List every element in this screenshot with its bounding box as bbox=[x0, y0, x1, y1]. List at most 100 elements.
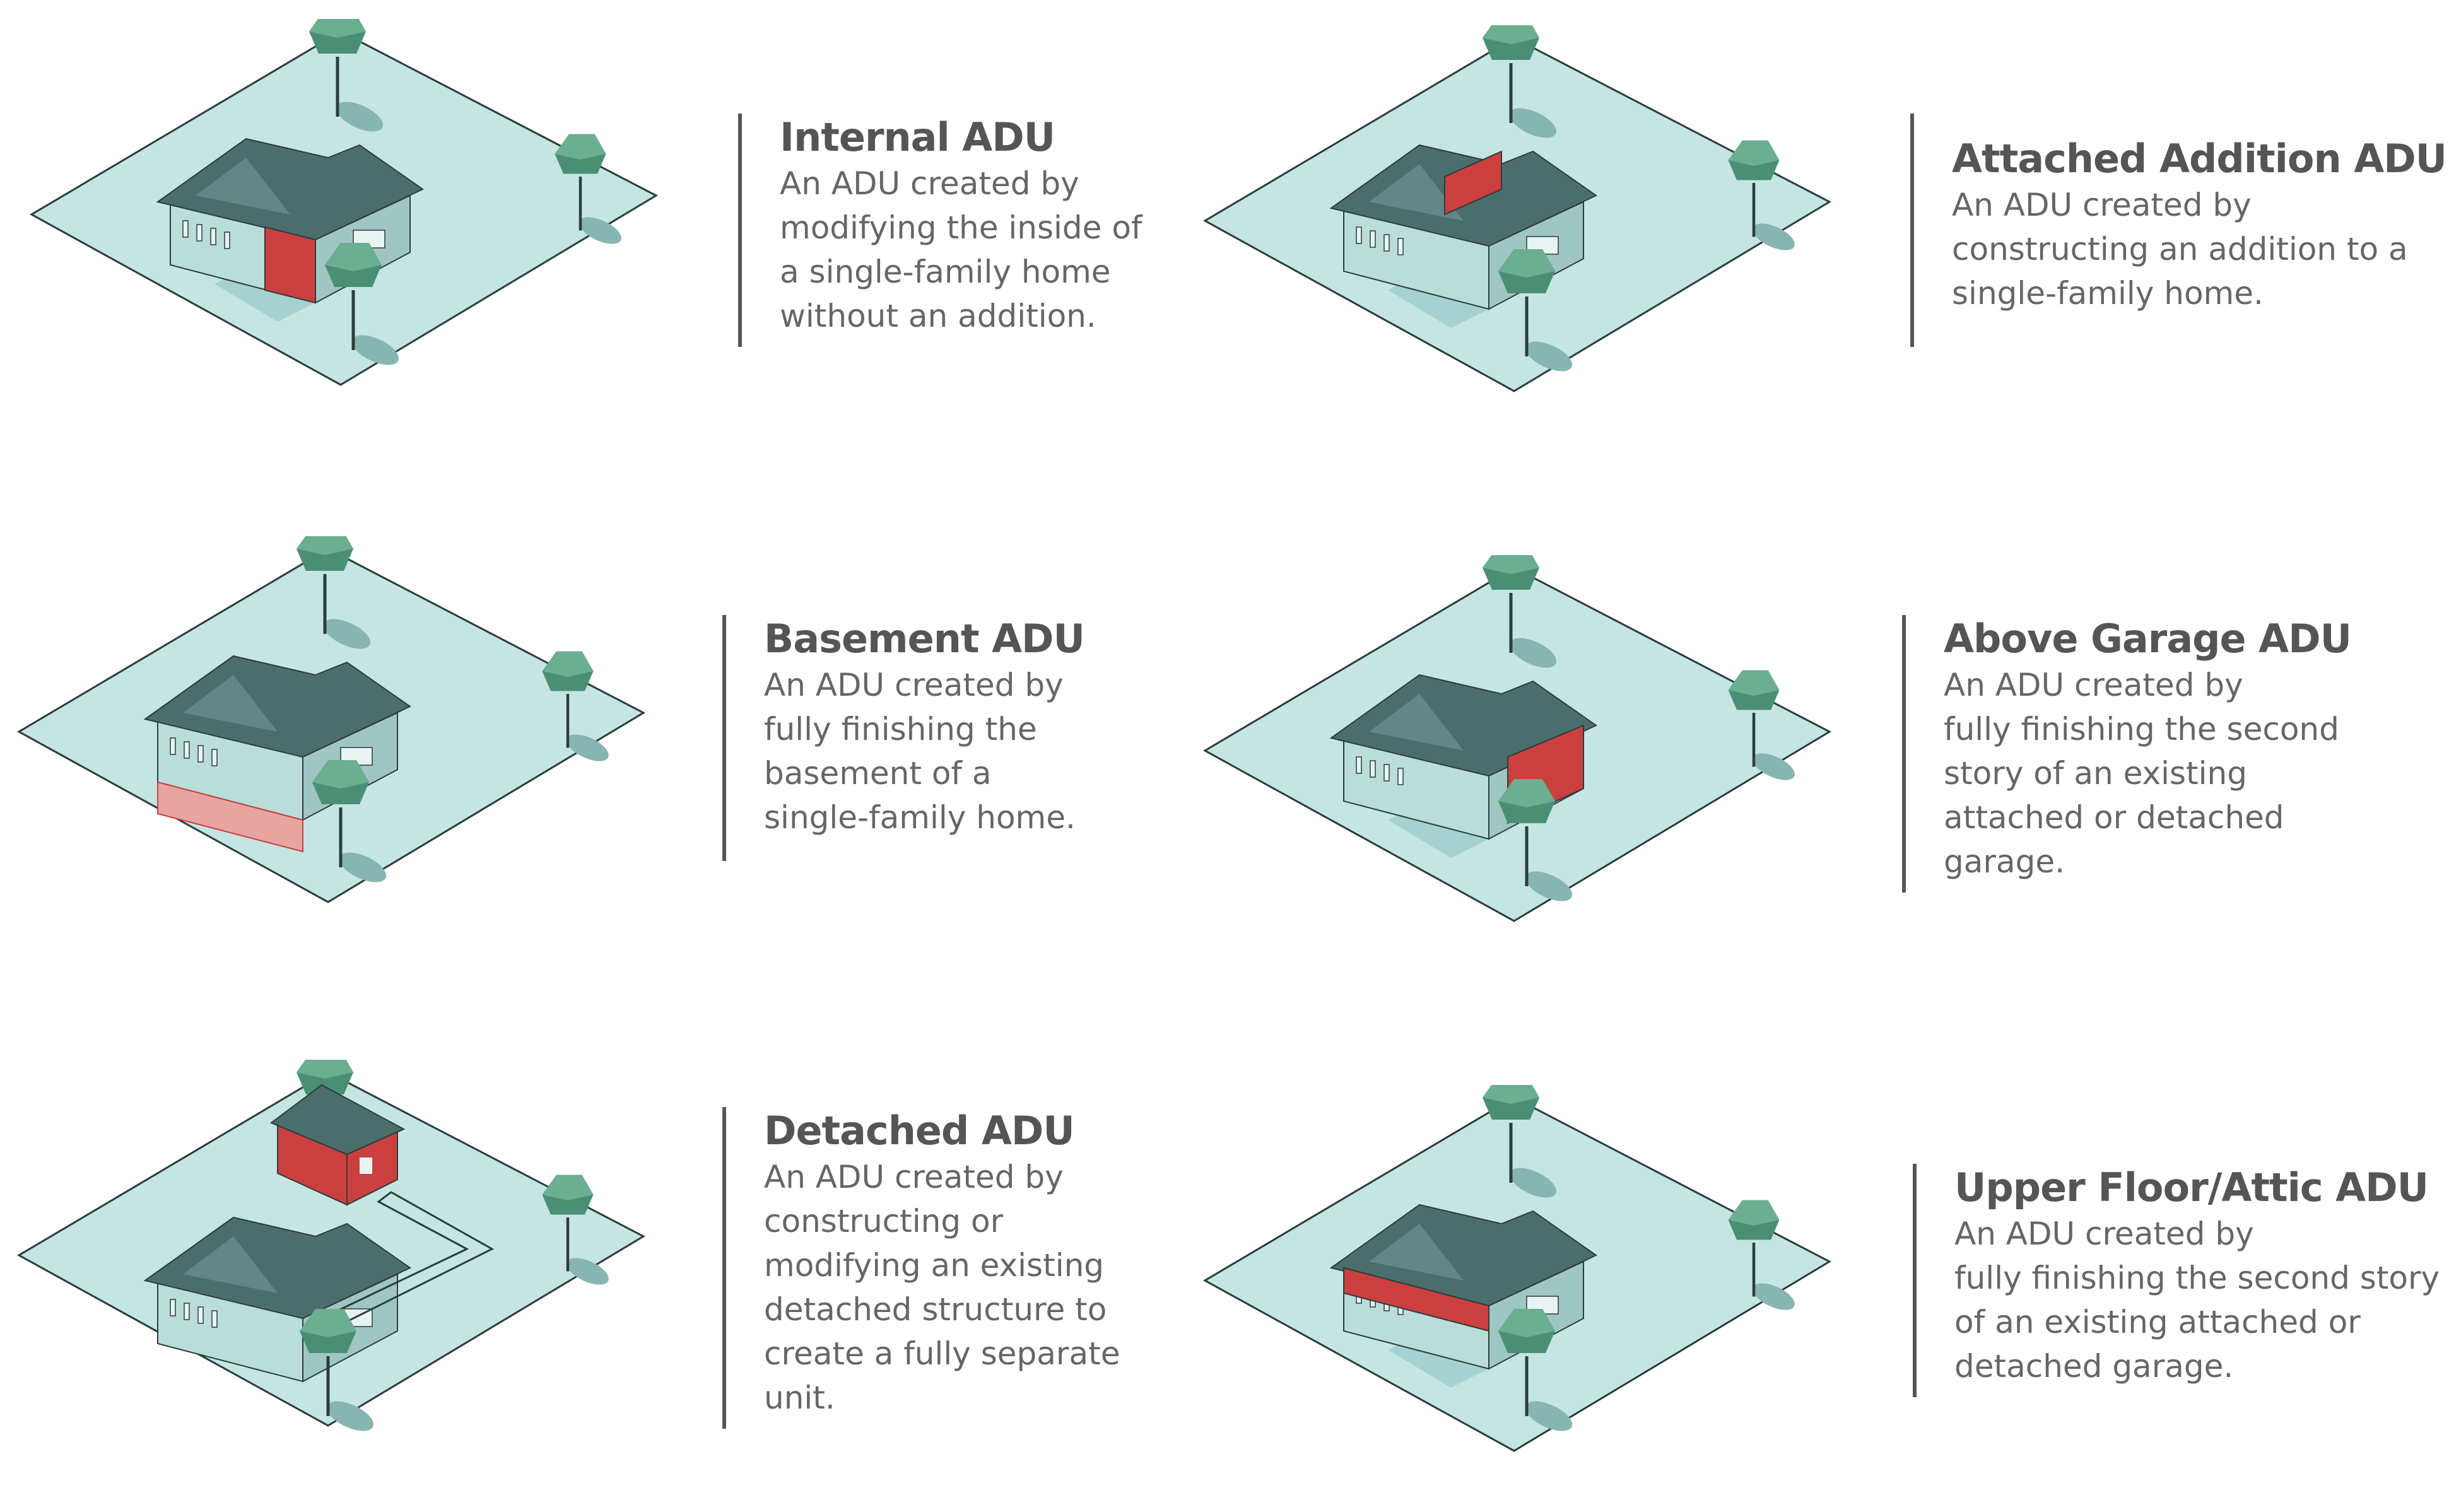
tree-canopy-highlight bbox=[1498, 779, 1555, 807]
house-window bbox=[1383, 764, 1390, 782]
attic-adu-desc-4: detached garage. bbox=[1954, 1348, 2234, 1385]
internal-adu-illustration bbox=[29, 19, 659, 386]
detached-adu-desc-6: unit. bbox=[764, 1380, 835, 1416]
attached-adu-desc-2: constructing an addition to a bbox=[1952, 231, 2408, 267]
tree-canopy-highlight bbox=[1483, 1085, 1539, 1104]
tree-canopy-highlight bbox=[300, 1309, 356, 1337]
tree-shadow bbox=[339, 852, 387, 882]
tree-shadow bbox=[326, 1401, 374, 1431]
house-window bbox=[197, 745, 204, 763]
basement-adu-desc-2: fully finishing the bbox=[764, 711, 1037, 747]
tree-shadow bbox=[1753, 1283, 1795, 1310]
above-garage-adu-desc-2: fully finishing the second bbox=[1944, 711, 2339, 747]
house-gable bbox=[183, 1236, 278, 1293]
tree-canopy-highlight bbox=[297, 1060, 353, 1079]
tree-canopy-highlight bbox=[1483, 25, 1539, 44]
above-garage-adu-desc-1: An ADU created by bbox=[1944, 667, 2243, 703]
detached-adu-title: Detached ADU bbox=[764, 1108, 1075, 1154]
house-gable bbox=[196, 158, 290, 214]
detached-adu-desc-5: create a fully separate bbox=[764, 1335, 1120, 1372]
tree-shadow bbox=[1525, 1401, 1573, 1431]
above-garage-adu-illustration bbox=[1202, 555, 1832, 922]
internal-adu-desc-4: without an addition. bbox=[780, 298, 1096, 334]
internal-adu-desc-2: modifying the inside of bbox=[780, 209, 1142, 246]
above-garage-adu-title: Above Garage ADU bbox=[1944, 616, 2352, 662]
house-window bbox=[196, 224, 203, 242]
basement-adu-illustration bbox=[16, 536, 646, 903]
attic-adu-desc-3: of an existing attached or bbox=[1954, 1304, 2361, 1340]
tree-canopy-highlight bbox=[312, 760, 369, 788]
house-window bbox=[1397, 768, 1404, 785]
tree-shadow bbox=[1525, 341, 1573, 372]
basement-adu-desc-3: basement of a bbox=[764, 755, 992, 792]
adu-highlight bbox=[264, 226, 316, 304]
adu-highlight bbox=[157, 781, 303, 853]
house-window bbox=[197, 1306, 204, 1324]
attic-adu-desc-1: An ADU created by bbox=[1954, 1216, 2254, 1252]
house-window bbox=[211, 749, 218, 766]
house-gable bbox=[1369, 164, 1464, 221]
house-window bbox=[1370, 760, 1376, 778]
attached-adu-desc-1: An ADU created by bbox=[1952, 187, 2252, 223]
basement-adu-desc-4: single-family home. bbox=[764, 799, 1076, 836]
attached-adu-caption: Attached Addition ADU An ADU created by … bbox=[1910, 114, 2453, 347]
house-window bbox=[184, 1303, 190, 1320]
tree-canopy-highlight bbox=[555, 134, 606, 160]
tree-shadow bbox=[567, 1258, 609, 1285]
attached-adu-desc-3: single-family home. bbox=[1952, 275, 2264, 312]
internal-adu-title: Internal ADU bbox=[780, 114, 1055, 160]
above-garage-adu-desc-4: attached or detached bbox=[1944, 799, 2284, 836]
tree-shadow bbox=[1509, 1168, 1557, 1198]
detached-adu-caption: Detached ADU An ADU created by construct… bbox=[722, 1107, 1240, 1429]
detached-adu-desc-2: constructing or bbox=[764, 1203, 1004, 1239]
attached-adu-title: Attached Addition ADU bbox=[1952, 136, 2447, 182]
tree-shadow bbox=[1509, 108, 1557, 138]
above-garage-adu-caption: Above Garage ADU An ADU created by fully… bbox=[1902, 615, 2419, 893]
basement-adu-title: Basement ADU bbox=[764, 616, 1085, 662]
detached-unit-window bbox=[360, 1157, 372, 1174]
attic-adu-desc-2: fully finishing the second story bbox=[1954, 1260, 2440, 1296]
house-window bbox=[170, 737, 176, 755]
tree-shadow bbox=[1509, 638, 1557, 668]
house-window bbox=[210, 228, 216, 245]
detached-adu-desc-1: An ADU created by bbox=[764, 1159, 1064, 1195]
tree-canopy-highlight bbox=[1728, 1200, 1780, 1226]
tree-canopy-highlight bbox=[1498, 1309, 1555, 1337]
internal-adu-caption: Internal ADU An ADU created by modifying… bbox=[738, 114, 1255, 347]
above-garage-adu-desc-5: garage. bbox=[1944, 843, 2065, 880]
house-window bbox=[1397, 238, 1404, 255]
tree-canopy-highlight bbox=[1728, 670, 1780, 696]
house-window bbox=[1383, 234, 1390, 252]
basement-adu-caption: Basement ADU An ADU created by fully fin… bbox=[722, 615, 1240, 861]
house-gable bbox=[183, 675, 278, 732]
house-gable bbox=[1369, 1224, 1464, 1281]
tree-shadow bbox=[323, 619, 371, 649]
detached-adu-desc-4: detached structure to bbox=[764, 1291, 1107, 1328]
adu-highlight bbox=[1343, 1267, 1489, 1332]
tree-shadow bbox=[579, 217, 621, 244]
tree-canopy-highlight bbox=[1498, 249, 1555, 278]
house-window bbox=[224, 231, 230, 249]
tree-shadow bbox=[336, 102, 384, 132]
adu-highlight bbox=[1444, 150, 1502, 216]
attic-adu-title: Upper Floor/Attic ADU bbox=[1954, 1164, 2429, 1210]
house-window bbox=[1356, 756, 1362, 774]
tree-shadow bbox=[351, 335, 399, 365]
tree-canopy-highlight bbox=[542, 651, 594, 677]
attic-adu-caption: Upper Floor/Attic ADU An ADU created by … bbox=[1913, 1164, 2455, 1397]
tree-canopy-highlight bbox=[325, 243, 382, 271]
house-window bbox=[170, 1299, 176, 1316]
house-window bbox=[1370, 230, 1376, 248]
house-window bbox=[182, 220, 189, 238]
house-window bbox=[1356, 226, 1362, 244]
tree-shadow bbox=[567, 734, 609, 761]
detached-unit-roof bbox=[270, 1084, 406, 1156]
basement-adu-desc-1: An ADU created by bbox=[764, 667, 1064, 703]
tree-shadow bbox=[1753, 223, 1795, 250]
internal-adu-desc-3: a single-family home bbox=[780, 254, 1111, 290]
house-window bbox=[184, 741, 190, 759]
tree-canopy-highlight bbox=[309, 19, 366, 38]
house-window bbox=[211, 1310, 218, 1328]
house-roof bbox=[143, 1216, 411, 1320]
house-roof bbox=[143, 655, 411, 758]
